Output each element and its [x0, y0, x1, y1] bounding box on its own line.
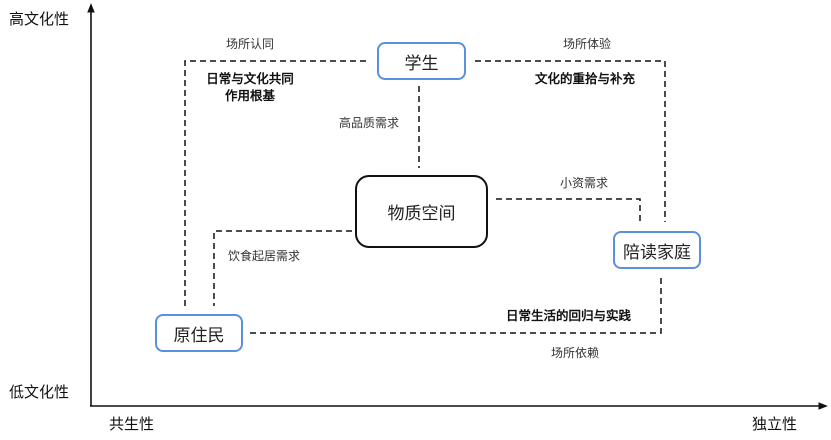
y-axis-bottom-label: 低文化性	[9, 383, 70, 401]
theme-common-foundation-line1: 日常与文化共同	[206, 71, 294, 86]
y-axis-top-label: 高文化性	[9, 10, 70, 28]
connector-student-family	[475, 60, 666, 222]
connector-native-family	[250, 278, 662, 334]
label-daily-living-demand: 饮食起居需求	[228, 249, 301, 263]
theme-daily-return: 日常生活的回归与实践	[506, 308, 632, 323]
theme-cultural-pickup: 文化的重拾与补充	[535, 71, 636, 86]
node-native-residents-label: 原住民	[173, 325, 225, 346]
connector-native-student	[184, 60, 368, 306]
label-place-identity: 场所认同	[226, 37, 275, 51]
node-student[interactable]: 学生	[377, 42, 466, 80]
theme-common-foundation: 日常与文化共同 作用根基	[200, 70, 300, 104]
node-accompanying-family-label: 陪读家庭	[623, 242, 691, 263]
node-student-label: 学生	[404, 53, 439, 74]
node-material-space[interactable]: 物质空间	[355, 175, 488, 248]
node-material-space-label: 物质空间	[387, 204, 456, 224]
x-axis-left-label: 共生性	[109, 415, 155, 433]
label-place-experience: 场所体验	[563, 37, 612, 51]
label-petty-bourgeois-demand: 小资需求	[560, 176, 609, 190]
connector-space-native	[213, 230, 352, 306]
label-place-dependence: 场所依赖	[551, 346, 600, 360]
x-axis-right-label: 独立性	[752, 415, 798, 433]
node-accompanying-family[interactable]: 陪读家庭	[613, 231, 701, 269]
connector-space-family	[496, 198, 641, 222]
theme-common-foundation-line2: 作用根基	[224, 88, 275, 103]
label-high-quality-demand: 高品质需求	[339, 116, 400, 130]
node-native-residents[interactable]: 原住民	[155, 314, 243, 352]
